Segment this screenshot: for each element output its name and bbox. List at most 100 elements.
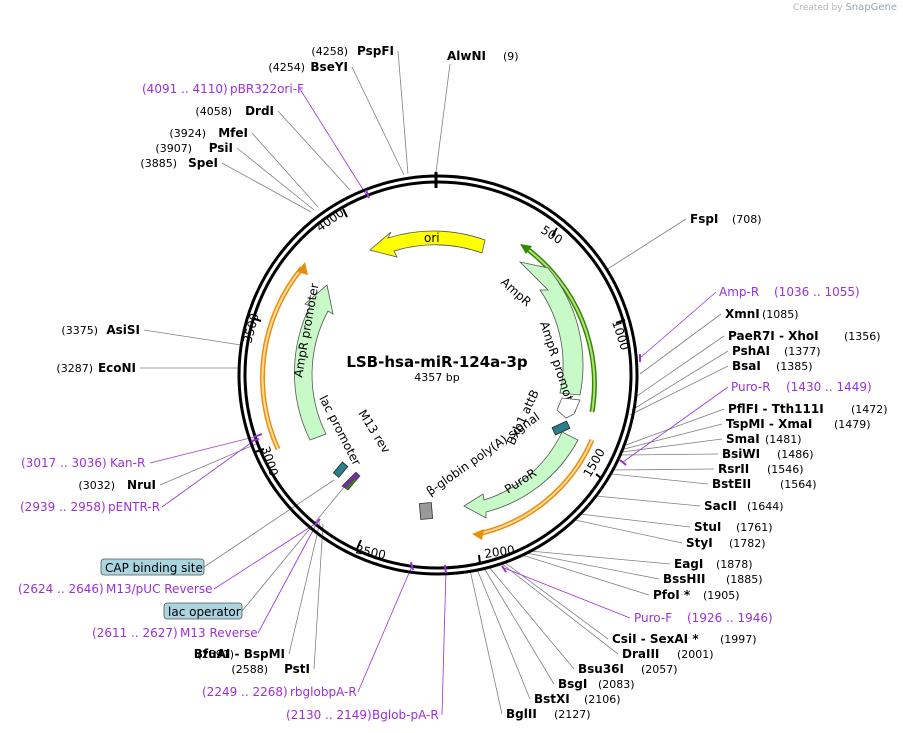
cap-binding-site-box bbox=[100, 558, 205, 576]
enzyme-pos-bsshii: (1885) bbox=[726, 573, 763, 586]
enzyme-pos-styi: (1782) bbox=[729, 537, 766, 550]
tick-label-4000: 4000 bbox=[314, 205, 347, 234]
enzyme-smai: SmaI bbox=[726, 432, 760, 446]
connector-xmni bbox=[639, 313, 722, 375]
amp-outer-arc-fill bbox=[525, 247, 596, 413]
primer-connector-m13-puc-reverse bbox=[213, 521, 319, 590]
outer-feature-arcs bbox=[260, 244, 597, 540]
plasmid-name: LSB-hsa-miR-124a-3p bbox=[346, 353, 528, 371]
enzyme-pshai: PshAI bbox=[732, 344, 770, 358]
primer-mark-pbr322 bbox=[365, 189, 370, 199]
connector-pspfi bbox=[397, 50, 409, 175]
primer-mark-pentr bbox=[250, 438, 260, 442]
enzyme-spei: SpeI bbox=[188, 156, 218, 170]
enzyme-psii: PsiI bbox=[209, 141, 233, 155]
connector-pfoi bbox=[521, 554, 650, 596]
enzyme-pos-drdi: (4058) bbox=[195, 105, 232, 118]
primer-connector-puro-r bbox=[622, 386, 729, 463]
connector-bsteii bbox=[611, 473, 709, 485]
tick-1000 bbox=[615, 319, 626, 324]
enzyme-bseyi: BseYI bbox=[310, 60, 348, 74]
enzyme-pos-alwni: (9) bbox=[503, 50, 519, 63]
primer-puro-f: Puro-F bbox=[634, 611, 672, 625]
primer-amp-r: Amp-R bbox=[719, 285, 759, 299]
enzyme-bglii: BglII bbox=[506, 707, 537, 721]
enzyme-pos-spei: (3885) bbox=[140, 157, 177, 170]
bglobin-polya-box bbox=[418, 502, 434, 520]
enzyme-asisi: AsiSI bbox=[106, 323, 140, 337]
backbone-inner-ring bbox=[243, 180, 633, 570]
primer-range-m13-reverse: (2611 .. 2627) bbox=[92, 626, 178, 640]
m13rev-arrow bbox=[341, 471, 361, 491]
label-connectors bbox=[140, 50, 729, 716]
credit-prefix: Created by bbox=[793, 3, 843, 13]
connector-styi bbox=[574, 519, 683, 544]
connector-bsiwi bbox=[619, 453, 719, 456]
connector-tspmi-xmai bbox=[623, 423, 723, 450]
enzyme-pos-mfei: (3924) bbox=[169, 127, 206, 140]
enzyme-alwni: AlwNI bbox=[447, 49, 486, 63]
enzyme-pos-bfuai-bspmi: (2591) bbox=[197, 648, 234, 661]
enzyme-pos-bstxi: (2106) bbox=[584, 693, 621, 706]
primer-range-pentr-r: (2939 .. 2958) bbox=[20, 500, 106, 514]
tick-3000 bbox=[254, 448, 265, 453]
puro-outer-arc-fill bbox=[477, 439, 593, 535]
primer-connector-kan-r bbox=[149, 435, 259, 464]
connector-drdi bbox=[277, 110, 351, 191]
tick-label-1000: 1000 bbox=[609, 319, 632, 352]
connector-bsai bbox=[629, 365, 729, 416]
enzyme-bsteii: BstEII bbox=[712, 477, 751, 491]
connector-paer7i-xhoi bbox=[633, 335, 725, 399]
enzyme-econi: EcoNI bbox=[98, 361, 136, 375]
primer-mark-purof bbox=[501, 565, 507, 573]
primer-rbglobpa-r: rbglobpA-R bbox=[290, 685, 357, 699]
enzyme-pos-bseyi: (4254) bbox=[268, 61, 305, 74]
enzyme-pos-bsu36i: (2057) bbox=[641, 663, 678, 676]
tick-label-2000: 2000 bbox=[483, 543, 515, 561]
enzyme-bstxi: BstXI bbox=[534, 692, 570, 706]
connector-eagi bbox=[529, 550, 671, 565]
connector-bsshii bbox=[525, 552, 660, 580]
enzyme-bsshii: BssHII bbox=[663, 572, 705, 586]
enzyme-xmni: XmnI bbox=[725, 307, 760, 321]
primer-range-puro-f: (1926 .. 1946) bbox=[687, 611, 773, 625]
puro-arc-head bbox=[472, 529, 484, 540]
snapgene-credit: Created by SnapGene bbox=[793, 2, 897, 13]
primer-mark-bglob bbox=[444, 564, 447, 574]
primer-range-kan-r: (3017 .. 3036) bbox=[21, 456, 107, 470]
enzyme-paer7i-xhoi: PaeR7I - XhoI bbox=[728, 329, 819, 343]
enzyme-pos-econi: (3287) bbox=[56, 362, 93, 375]
primer-range-amp-r: (1036 .. 1055) bbox=[774, 285, 860, 299]
enzyme-pos-rsrii: (1546) bbox=[767, 463, 804, 476]
connector-bsgi bbox=[483, 567, 555, 685]
enzyme-pos-pshai: (1377) bbox=[784, 345, 821, 358]
plasmid-length: 4357 bp bbox=[414, 371, 459, 384]
connector-alwni bbox=[435, 63, 451, 173]
enzyme-eagi: EagI bbox=[674, 557, 703, 571]
primer-range-rbglobpa-r: (2249 .. 2268) bbox=[202, 685, 288, 699]
connector-asisi bbox=[143, 329, 242, 346]
primer-range-puro-r: (1430 .. 1449) bbox=[786, 380, 872, 394]
primer-marks bbox=[250, 189, 641, 574]
primer-mark-m13puc bbox=[314, 518, 321, 526]
enzyme-draiii: DraIII bbox=[622, 647, 659, 661]
enzyme-bsai: BsaI bbox=[732, 359, 761, 373]
enzyme-pos-psii: (3907) bbox=[155, 142, 192, 155]
connector-bstxi bbox=[476, 568, 531, 700]
primer-connector-pbr322ori-f bbox=[299, 88, 368, 197]
primer-connector-pentr-r bbox=[161, 439, 256, 508]
primer-range-pbr322ori-f: (4091 .. 4110) bbox=[142, 82, 228, 96]
enzyme-psti: PstI bbox=[284, 662, 310, 676]
enzyme-pos-sacii: (1644) bbox=[747, 500, 784, 513]
primer-mark-rbglob bbox=[410, 561, 414, 571]
primer-range-m13-puc-reverse: (2624 .. 2646) bbox=[18, 582, 104, 596]
enzyme-rsrii: RsrII bbox=[718, 462, 749, 476]
tick-label-3000: 3000 bbox=[258, 445, 281, 478]
enzyme-bfuai-bspmi: BfuAI - BspMI bbox=[194, 647, 285, 661]
lac-operator-mark bbox=[345, 479, 357, 490]
enzyme-pos-bsiwi: (1486) bbox=[777, 448, 814, 461]
connector-sacii bbox=[595, 495, 701, 507]
enzyme-pos-tspmi-xmai: (1479) bbox=[834, 418, 871, 431]
tick-label-3500: 3500 bbox=[240, 312, 261, 345]
enzyme-fspi: FspI bbox=[690, 212, 718, 226]
